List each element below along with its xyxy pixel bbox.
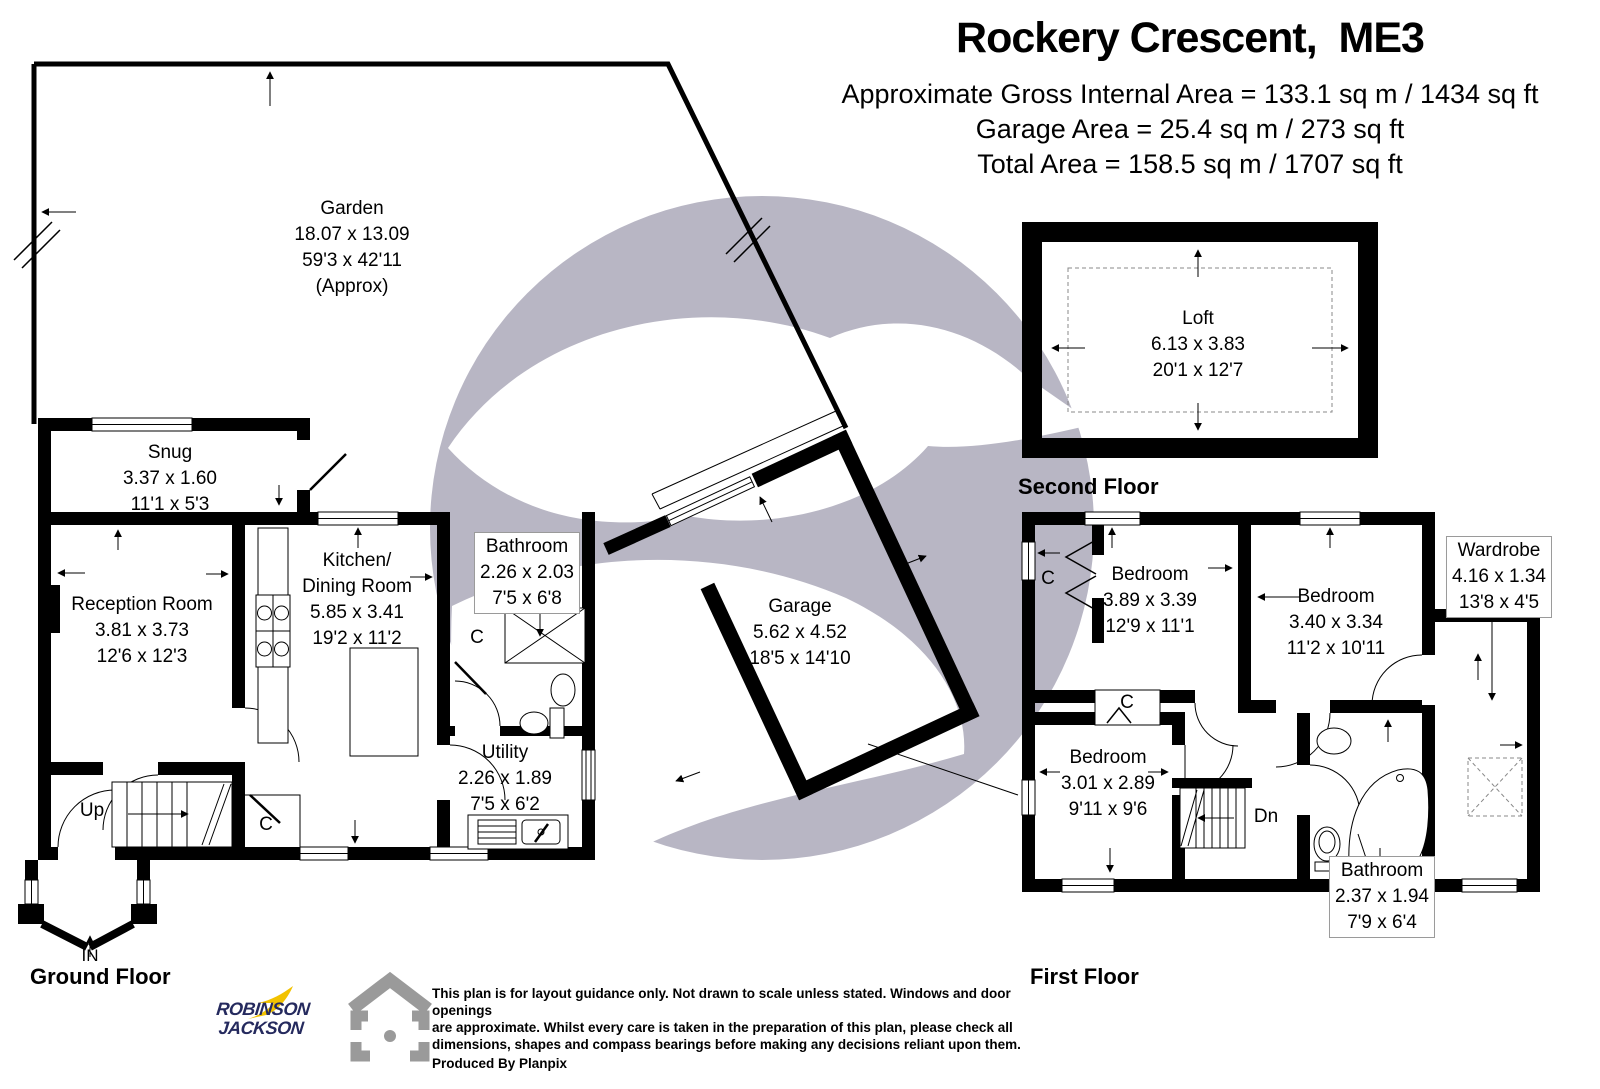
stairs-up-label: Up — [79, 800, 105, 821]
entrance-in-label: IN — [81, 946, 99, 965]
wardrobe-detail — [1357, 616, 1523, 859]
page-title: Rockery Crescent, ME3 — [956, 14, 1425, 62]
disclaimer-line3: dimensions, shapes and compass bearings … — [432, 1037, 1021, 1052]
ground-floor-plan — [18, 417, 596, 957]
garage-plan — [603, 410, 1019, 801]
utility-sink — [467, 814, 569, 850]
agency-logo-bird-icon — [248, 986, 293, 1019]
planpix-house-icon — [348, 971, 432, 1062]
bedroom3-label: Bedroom 3.01 x 2.89 9'11 x 9'6 — [1060, 747, 1156, 820]
first-floor-doors — [1184, 654, 1423, 816]
first-bathroom-fixtures — [1313, 727, 1430, 878]
garden-label: Garden 18.07 x 13.09 59'3 x 42'11 (Appro… — [294, 198, 410, 297]
ground-floor-windows — [91, 417, 596, 861]
entrance-porch — [18, 860, 157, 957]
first-floor-arrows — [1037, 527, 1523, 873]
ground-bathroom-fixtures — [504, 607, 586, 739]
cupboard-label-ff-1: C — [1041, 568, 1055, 589]
loft-label: Loft 6.13 x 3.83 20'1 x 12'7 — [1150, 308, 1246, 381]
stairs-down-label: Dn — [1253, 806, 1279, 827]
cupboard-label-gf-1: C — [470, 627, 484, 648]
stairs-up — [111, 781, 233, 848]
disclaimer: This plan is for layout guidance only. N… — [432, 985, 1042, 1072]
second-floor-plan — [1022, 222, 1378, 458]
gross-internal-area: Approximate Gross Internal Area = 133.1 … — [841, 79, 1539, 109]
garden-boundary — [13, 61, 849, 430]
kitchen-fixtures — [255, 527, 419, 757]
total-area: Total Area = 158.5 sq m / 1707 sq ft — [977, 149, 1403, 179]
ground-floor-title: Ground Floor — [30, 964, 171, 989]
garage-label: Garage 5.62 x 4.52 18'5 x 14'10 — [749, 596, 851, 669]
reception-room-label: Reception Room 3.81 x 3.73 12'6 x 12'3 — [71, 594, 213, 667]
cupboard-label-gf-2: C — [259, 814, 273, 835]
utility-label: Utility 2.26 x 1.89 7'5 x 6'2 — [457, 742, 553, 815]
stairs-down — [1179, 787, 1246, 849]
ground-bathroom-label: Bathroom 2.26 x 2.03 7'5 x 6'8 — [473, 532, 581, 614]
second-floor-title: Second Floor — [1018, 474, 1159, 499]
cupboard-outline — [245, 794, 301, 847]
agency-logo: ROBINSON JACKSON — [204, 999, 320, 1038]
wardrobe-label: Wardrobe 4.16 x 1.34 13'8 x 4'5 — [1445, 536, 1553, 618]
agency-name-line1: ROBINSON — [215, 999, 311, 1019]
disclaimer-line2: are approximate. Whilst every care is ta… — [432, 1020, 1013, 1035]
cupboard-label-ff-2: C — [1120, 692, 1134, 713]
header: Rockery Crescent, ME3 Approximate Gross … — [820, 14, 1560, 180]
first-floor-cupboards — [1064, 525, 1161, 726]
snug-label: Snug 3.37 x 1.60 11'1 x 5'3 — [122, 442, 218, 515]
first-bathroom-label: Bathroom 2.37 x 1.94 7'9 x 6'4 — [1328, 856, 1436, 938]
produced-by: Produced By Planpix — [432, 1056, 568, 1071]
bedroom1-label: Bedroom 3.89 x 3.39 12'9 x 11'1 — [1102, 564, 1198, 637]
agency-name-line2: JACKSON — [217, 1018, 305, 1038]
bedroom2-label: Bedroom 3.40 x 3.34 11'2 x 10'11 — [1286, 586, 1386, 659]
garage-area: Garage Area = 25.4 sq m / 273 sq ft — [975, 114, 1405, 144]
first-floor-title: First Floor — [1030, 964, 1139, 989]
kitchen-dining-label: Kitchen/ Dining Room 5.85 x 3.41 19'2 x … — [302, 550, 412, 649]
disclaimer-line1: This plan is for layout guidance only. N… — [432, 986, 1011, 1018]
